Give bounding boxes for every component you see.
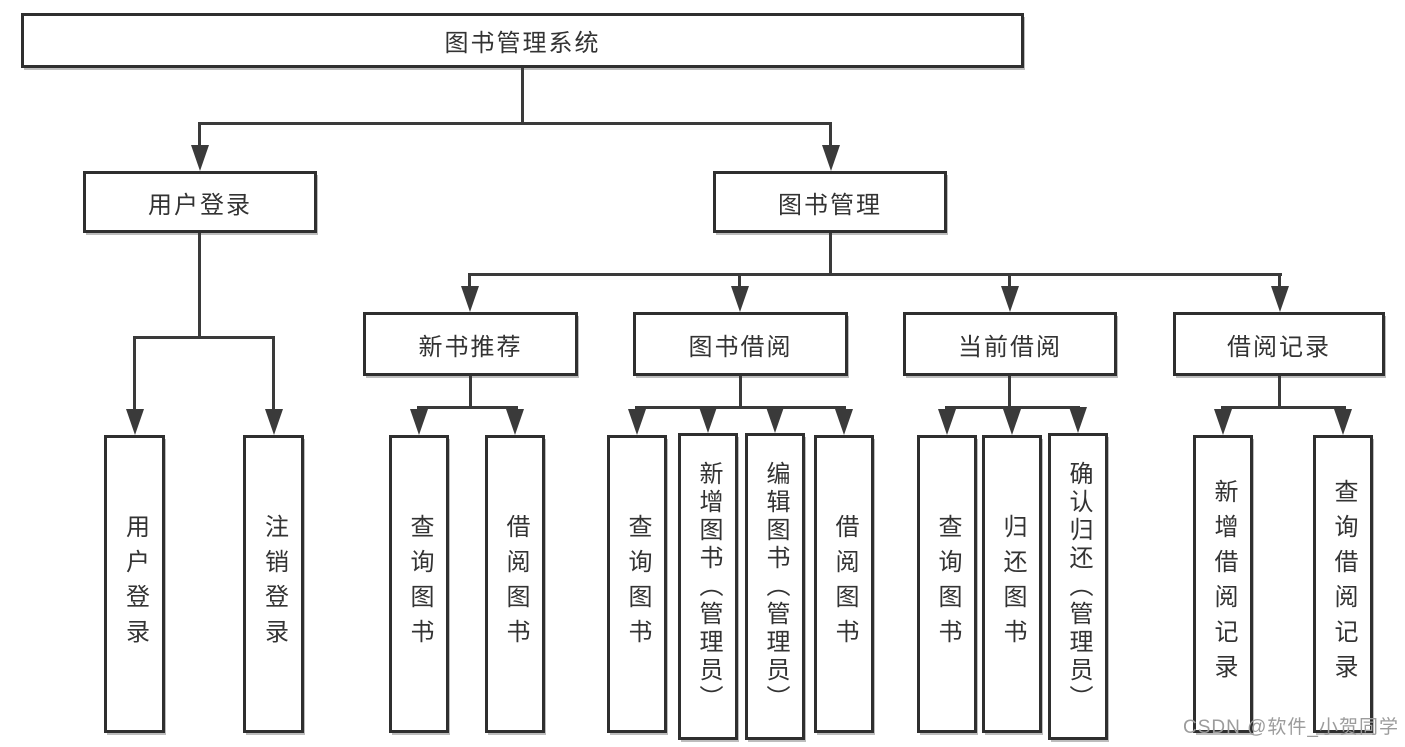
node-leaf-borrow-books-recommend: 借阅图书 [485,435,545,733]
node-borrow-records-label: 借阅记录 [1227,333,1331,361]
connector-line [829,233,832,276]
node-leaf-logout-label: 注销登录 [260,514,288,654]
connector-line [739,376,742,408]
node-leaf-query-books-recommend: 查询图书 [389,435,449,733]
connector-line [1222,406,1346,409]
connector-line [133,336,275,339]
node-book-management: 图书管理 [713,171,947,233]
node-leaf-user-login-label: 用户登录 [121,514,149,654]
connector-arrow-down [1278,273,1281,287]
connector-arrow-down [706,406,709,408]
connector-line [636,406,846,409]
node-leaf-add-borrow-record: 新增借阅记录 [1193,435,1253,733]
node-book-borrow: 图书借阅 [633,312,848,376]
node-book-borrow-label: 图书借阅 [688,333,793,361]
node-leaf-add-books-admin-label: 新增图书（管理员） [695,460,722,713]
connector-arrow-down [417,406,420,410]
connector-arrow-down [513,406,516,410]
node-current-borrow-label: 当前借阅 [958,333,1062,361]
connector-arrow-down [1341,406,1344,410]
node-leaf-query-borrow-record-label: 查询借阅记录 [1330,479,1357,689]
node-user-login: 用户登录 [83,171,317,233]
node-leaf-query-books-borrow-label: 查询图书 [624,514,651,654]
connector-arrow-down [945,406,948,410]
connector-line [521,68,524,124]
node-leaf-query-borrow-record: 查询借阅记录 [1313,435,1373,733]
node-user-login-label: 用户登录 [148,191,252,219]
watermark: CSDN @软件_小贺同学 [1183,717,1399,738]
connector-arrow-down [198,122,201,146]
node-leaf-query-books-borrow: 查询图书 [607,435,667,733]
connector-arrow-down [133,336,136,410]
node-book-management-label: 图书管理 [778,191,882,219]
connector-line [1278,376,1281,408]
node-leaf-borrow-books-label: 借阅图书 [831,514,858,654]
node-leaf-add-books-admin: 新增图书（管理员） [678,433,738,740]
connector-line [469,376,472,408]
node-leaf-edit-books-admin: 编辑图书（管理员） [745,433,805,740]
connector-line [198,233,201,339]
node-leaf-return-books: 归还图书 [982,435,1042,733]
node-leaf-borrow-books: 借阅图书 [814,435,874,733]
node-leaf-query-books-current: 查询图书 [917,435,977,733]
node-leaf-logout: 注销登录 [243,435,304,733]
node-leaf-confirm-return-admin-label: 确认归还（管理员） [1065,460,1092,713]
connector-arrow-down [842,406,845,410]
connector-line [418,406,518,409]
node-new-book-recommend: 新书推荐 [363,312,578,376]
connector-line [946,406,1080,409]
connector-arrow-down [468,273,471,287]
connector-arrow-down [272,336,275,410]
node-leaf-query-books-recommend-label: 查询图书 [406,514,433,654]
connector-arrow-down [773,406,776,408]
node-leaf-query-books-current-label: 查询图书 [934,514,961,654]
node-leaf-borrow-books-recommend-label: 借阅图书 [502,514,529,654]
connector-line [469,273,1282,276]
node-leaf-return-books-label: 归还图书 [999,514,1026,654]
connector-line [199,122,832,125]
node-leaf-add-borrow-record-label: 新增借阅记录 [1210,479,1237,689]
connector-arrow-down [829,122,832,146]
node-root: 图书管理系统 [21,13,1024,68]
connector-arrow-down [738,273,741,287]
node-new-book-recommend-label: 新书推荐 [418,333,523,361]
connector-arrow-down [1076,406,1079,408]
node-leaf-confirm-return-admin: 确认归还（管理员） [1048,433,1108,740]
connector-arrow-down [1010,406,1013,410]
node-leaf-user-login: 用户登录 [104,435,165,733]
node-leaf-edit-books-admin-label: 编辑图书（管理员） [762,460,789,713]
node-root-label: 图书管理系统 [444,30,601,57]
node-borrow-records: 借阅记录 [1173,312,1385,376]
connector-arrow-down [635,406,638,410]
connector-arrow-down [1008,273,1011,287]
connector-line [1008,376,1011,408]
node-current-borrow: 当前借阅 [903,312,1117,376]
connector-arrow-down [1221,406,1224,410]
